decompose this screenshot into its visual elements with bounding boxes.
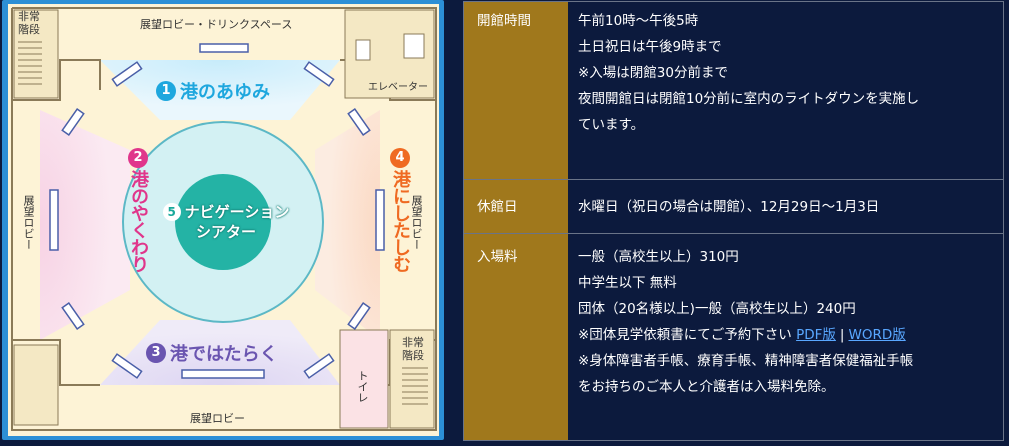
hours-value: 午前10時～午後5時 土日祝日は午後9時まで ※入場は閉館30分前まで 夜間開館…: [568, 2, 1003, 180]
zone-3-label[interactable]: 3 港ではたらく: [146, 340, 278, 366]
zone-4-label[interactable]: 4 港にしたしむ: [340, 148, 460, 272]
theater-inner-circle: [175, 174, 271, 270]
zone-3-area: [100, 320, 340, 385]
admission-label: 入場料: [464, 233, 568, 440]
info-table: 開館時間 午前10時～午後5時 土日祝日は午後9時まで ※入場は閉館30分前まで…: [463, 1, 1004, 441]
right-lobby-label: 展望ロビー: [410, 195, 423, 250]
admission-row: 入場料 一般（高校生以上）310円 中学生以下 無料 団体（20名様以上)一般（…: [464, 233, 1003, 440]
zone-2-name: 港のやくわり: [128, 170, 149, 272]
zone-5-label[interactable]: 5 ナビゲーション シアター: [138, 202, 314, 242]
hours-label: 開館時間: [464, 2, 568, 180]
zone-3-name: 港ではたらく: [170, 344, 278, 365]
bottom-lobby-label: 展望ロビー: [190, 412, 245, 425]
closed-days-label: 休館日: [464, 179, 568, 234]
zone-1-number-badge: 1: [156, 81, 176, 101]
top-lobby-label: 展望ロビー・ドリンクスペース: [140, 18, 293, 31]
zone-5-number-badge: 5: [162, 203, 181, 221]
zone-4-name: 港にしたしむ: [390, 170, 411, 272]
word-form-link[interactable]: WORD版: [848, 326, 906, 343]
pdf-form-link[interactable]: PDF版: [796, 326, 836, 343]
zone-3-number-badge: 3: [146, 343, 166, 363]
zone-1-area: [100, 60, 340, 120]
admission-value: 一般（高校生以上）310円 中学生以下 無料 団体（20名様以上)一般（高校生以…: [578, 248, 914, 395]
zone-4-number-badge: 4: [390, 148, 410, 168]
emergency-stairs-bottom-label: 非常 階段: [402, 336, 424, 362]
closed-days-value: 水曜日（祝日の場合は開館）、12月29日～1月3日: [568, 179, 1003, 234]
zone-2-area: [40, 110, 130, 340]
left-lobby-label: 展望ロビー: [22, 195, 35, 250]
zone-5-name-line2: シアター: [195, 223, 256, 241]
zone-1-label[interactable]: 1 港のあゆみ: [156, 78, 270, 104]
zone-2-label[interactable]: 2 港のやくわり: [78, 148, 198, 272]
hours-row: 開館時間 午前10時～午後5時 土日祝日は午後9時まで ※入場は閉館30分前まで…: [464, 2, 1003, 180]
emergency-stairs-top-label: 非常 階段: [18, 10, 40, 36]
zone-4-area: [315, 110, 380, 340]
zone-2-number-badge: 2: [128, 148, 148, 168]
zone-1-name: 港のあゆみ: [180, 82, 270, 103]
floor-map: 展望ロビー・ドリンクスペース 非常 階段 エレベーター 展望ロビー 展望ロビー …: [0, 0, 447, 442]
zone-5-name: ナビゲーション: [184, 203, 290, 221]
elevator-label: エレベーター: [368, 82, 428, 93]
closed-days-row: 休館日 水曜日（祝日の場合は開館）、12月29日～1月3日: [464, 179, 1003, 234]
toilet-label: トイレ: [356, 370, 369, 403]
